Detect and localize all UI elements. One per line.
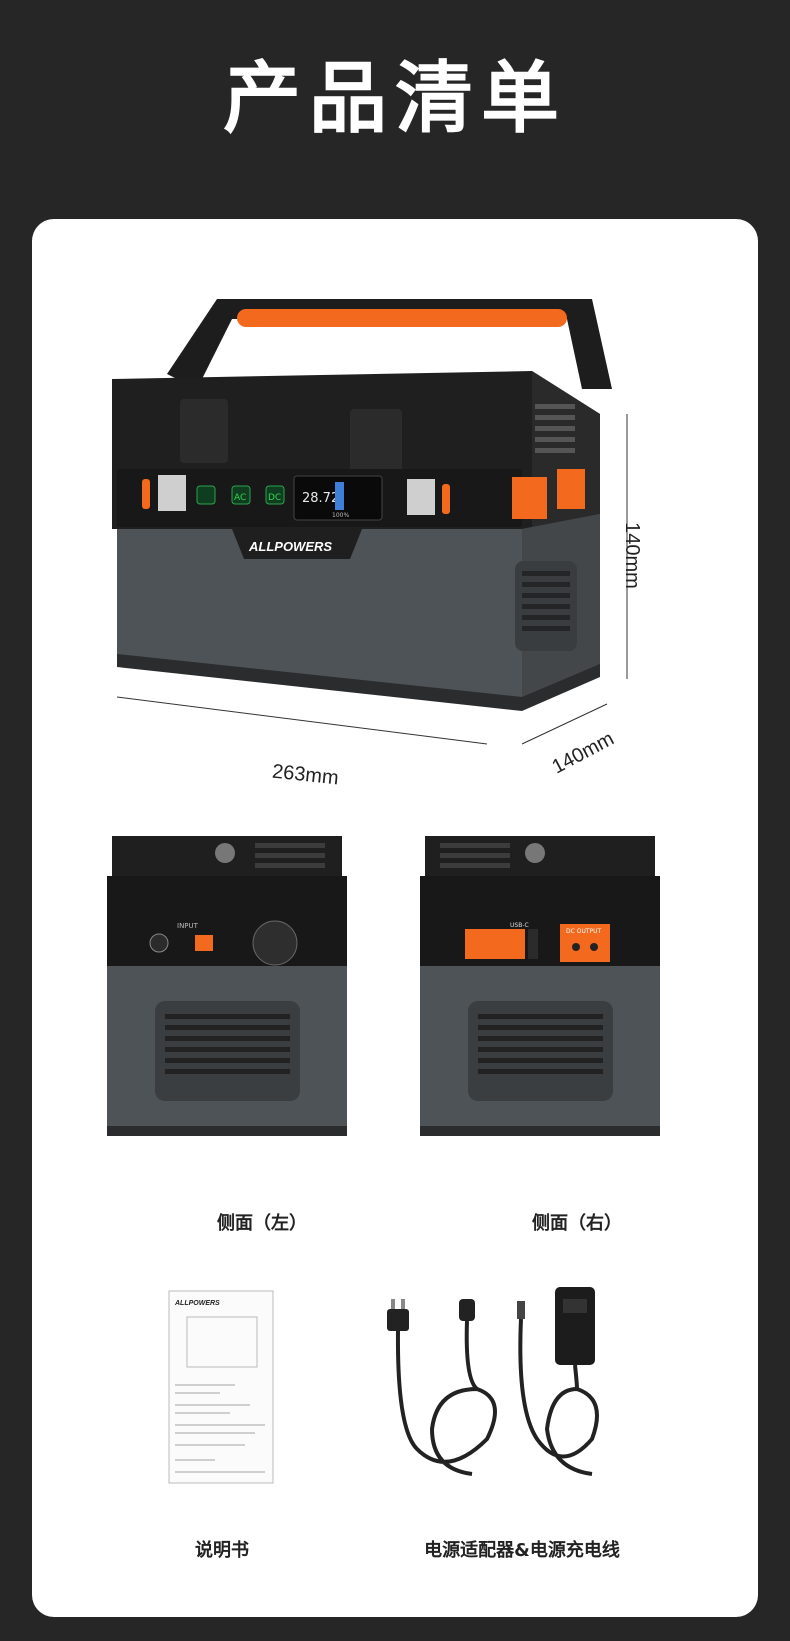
lcd-reading: 28.72 (302, 491, 339, 506)
lcd-percent: 100% (332, 512, 349, 519)
side-view-left-image: INPUT (107, 836, 347, 1136)
adapter-cables-image (387, 1287, 599, 1476)
right-usb-label: USB-C (510, 922, 529, 929)
manual-image: ALLPOWERS (168, 1290, 274, 1484)
ac-button-label: AC (234, 493, 246, 503)
caption-manual: 说明书 (195, 1540, 249, 1561)
manual-logo: ALLPOWERS (174, 1300, 220, 1307)
side-view-right-image: USB-C DC OUTPUT (420, 836, 660, 1136)
dimension-height: 140mm (620, 522, 643, 589)
brand-logo: ALLPOWERS (248, 539, 332, 554)
dc-button-label: DC (268, 493, 281, 503)
right-dc-label: DC OUTPUT (566, 928, 602, 935)
dimension-width: 263mm (271, 760, 340, 790)
caption-adapter: 电源适配器&电源充电线 (424, 1540, 620, 1561)
page-title: 产品清单 (222, 54, 567, 144)
power-station-main-image: AC DC 28.72 100% ALLPOWERS (112, 299, 628, 745)
caption-side-right: 侧面（右） (532, 1213, 622, 1234)
left-input-label: INPUT (177, 922, 199, 930)
caption-side-left: 侧面（左） (217, 1213, 307, 1234)
product-list-card: AC DC 28.72 100% ALLPOWERS 263mm 14 (32, 219, 758, 1617)
